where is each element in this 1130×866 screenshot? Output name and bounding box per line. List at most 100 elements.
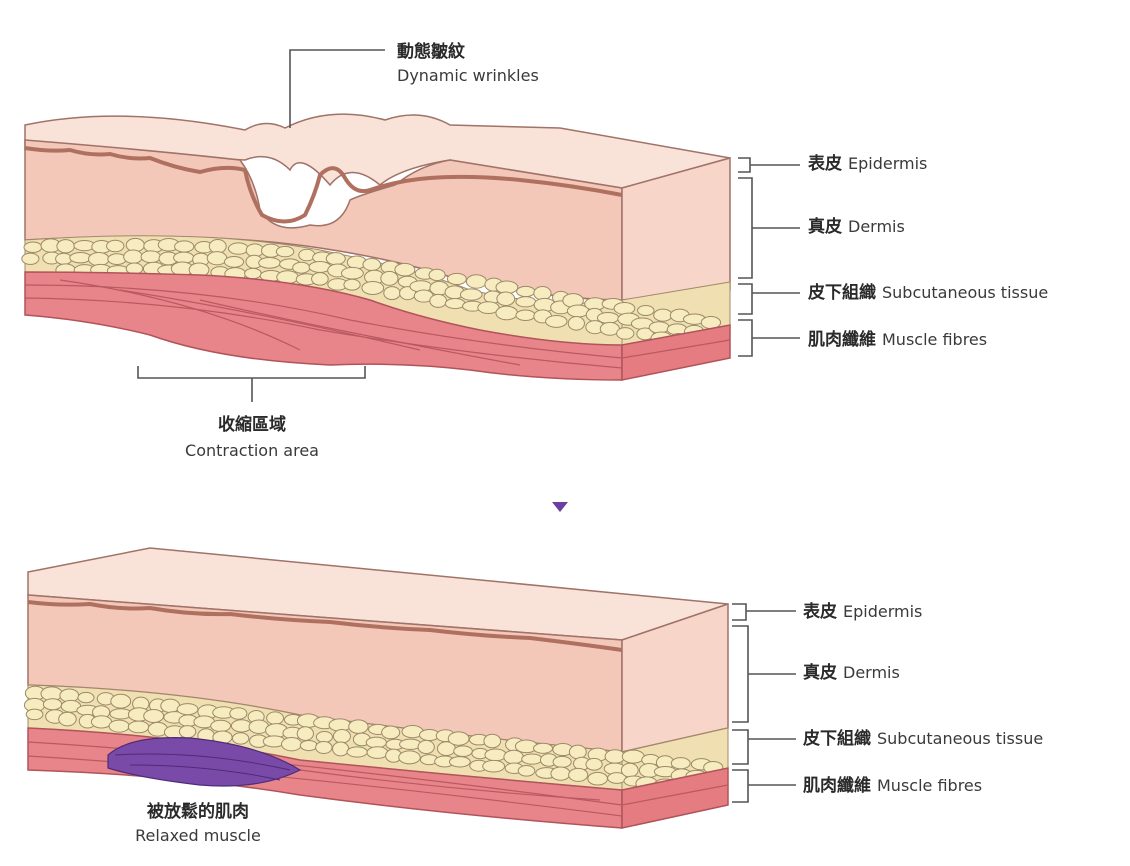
fat-cell xyxy=(69,252,92,264)
fat-cell xyxy=(521,753,543,765)
fat-cell xyxy=(453,745,473,757)
wrinkle-callout-line xyxy=(289,49,385,128)
fat-cell xyxy=(343,278,361,291)
svg-text:Relaxed muscle: Relaxed muscle xyxy=(135,826,261,845)
bottom-dermal-edge xyxy=(27,600,623,652)
fat-cell xyxy=(459,288,483,301)
fat-cell xyxy=(394,262,416,277)
svg-text:Dynamic wrinkles: Dynamic wrinkles xyxy=(397,66,539,85)
bottom-layer-brackets xyxy=(732,603,796,803)
fat-cell xyxy=(210,719,232,733)
fat-cell xyxy=(596,311,620,324)
fat-cell xyxy=(42,698,63,711)
fat-cell xyxy=(653,308,673,322)
fat-cell xyxy=(637,305,655,317)
fat-cell xyxy=(206,251,228,266)
top-fat-cells xyxy=(21,237,724,353)
fat-cell xyxy=(292,261,311,274)
top-layer-brackets xyxy=(738,157,800,357)
fat-cell xyxy=(533,286,552,301)
contraction-bracket xyxy=(137,366,366,402)
fat-cell xyxy=(125,237,145,253)
fat-cell xyxy=(517,764,536,777)
fat-cell xyxy=(361,280,385,296)
down-arrow-icon xyxy=(552,502,568,512)
top-skin-block xyxy=(21,113,731,381)
fat-cell xyxy=(77,691,95,704)
fat-cell xyxy=(143,708,165,723)
fat-cell xyxy=(108,719,130,733)
fat-cell xyxy=(299,740,318,752)
fat-cell xyxy=(465,274,487,289)
fat-cell xyxy=(532,742,554,754)
contraction-label: 收縮區域 Contraction area xyxy=(185,414,319,460)
fat-cell xyxy=(550,766,571,781)
fat-cell xyxy=(495,305,519,321)
fat-cell xyxy=(332,741,350,757)
svg-text:收縮區域: 收縮區域 xyxy=(218,414,286,435)
fat-cell xyxy=(176,703,199,716)
fat-cell xyxy=(448,756,471,768)
fat-cell xyxy=(620,762,639,778)
fat-cell xyxy=(648,321,670,334)
fat-cell xyxy=(208,238,227,254)
fat-cell xyxy=(567,315,585,331)
fat-cell xyxy=(106,239,125,253)
fat-cell xyxy=(417,739,435,755)
fat-cell xyxy=(230,719,253,733)
fat-cell xyxy=(496,291,516,307)
bottom-skin-block xyxy=(23,547,729,829)
fat-cell xyxy=(483,733,502,749)
fat-cell xyxy=(446,272,467,286)
svg-text:動態皺紋: 動態皺紋 xyxy=(397,41,465,62)
fat-cell xyxy=(503,749,524,765)
fat-cell xyxy=(25,708,44,721)
fat-cell xyxy=(568,744,587,760)
fat-cell xyxy=(515,296,537,308)
relaxed-muscle-label: 被放鬆的肌肉 Relaxed muscle xyxy=(135,801,261,845)
fat-cell xyxy=(315,731,333,743)
fat-cell xyxy=(244,267,262,280)
fat-cell xyxy=(227,242,249,255)
fat-cell xyxy=(296,726,314,741)
fat-cell xyxy=(311,272,329,286)
fat-cell xyxy=(341,266,364,280)
fat-cell xyxy=(174,240,195,253)
fat-cell xyxy=(348,719,369,734)
fat-cell xyxy=(55,252,73,265)
fat-cell xyxy=(332,728,351,744)
fat-cell xyxy=(621,749,645,764)
fat-cell xyxy=(325,252,346,266)
top-epidermis-surface xyxy=(24,113,731,189)
fat-cell xyxy=(552,755,572,768)
fat-cell xyxy=(21,252,40,265)
fat-cell xyxy=(670,757,691,770)
fat-cell xyxy=(568,767,589,782)
fat-cell xyxy=(366,746,389,759)
fat-cell xyxy=(275,245,295,258)
fat-cell xyxy=(90,715,113,729)
svg-text:Contraction area: Contraction area xyxy=(185,441,319,460)
svg-text:被放鬆的肌肉: 被放鬆的肌肉 xyxy=(147,801,249,822)
fat-cell xyxy=(123,249,143,264)
fat-cell xyxy=(613,301,636,315)
fat-cell xyxy=(258,256,281,269)
fat-cell xyxy=(444,298,466,310)
fat-cell xyxy=(516,285,536,298)
fat-cell xyxy=(482,759,506,773)
wrinkle-label: 動態皺紋 Dynamic wrinkles xyxy=(397,41,539,85)
fat-cell xyxy=(280,737,303,752)
fat-cell xyxy=(398,750,421,765)
fat-cell xyxy=(484,748,507,762)
fat-cell xyxy=(429,293,448,308)
fat-cell xyxy=(585,757,603,771)
fat-cell xyxy=(23,241,43,253)
